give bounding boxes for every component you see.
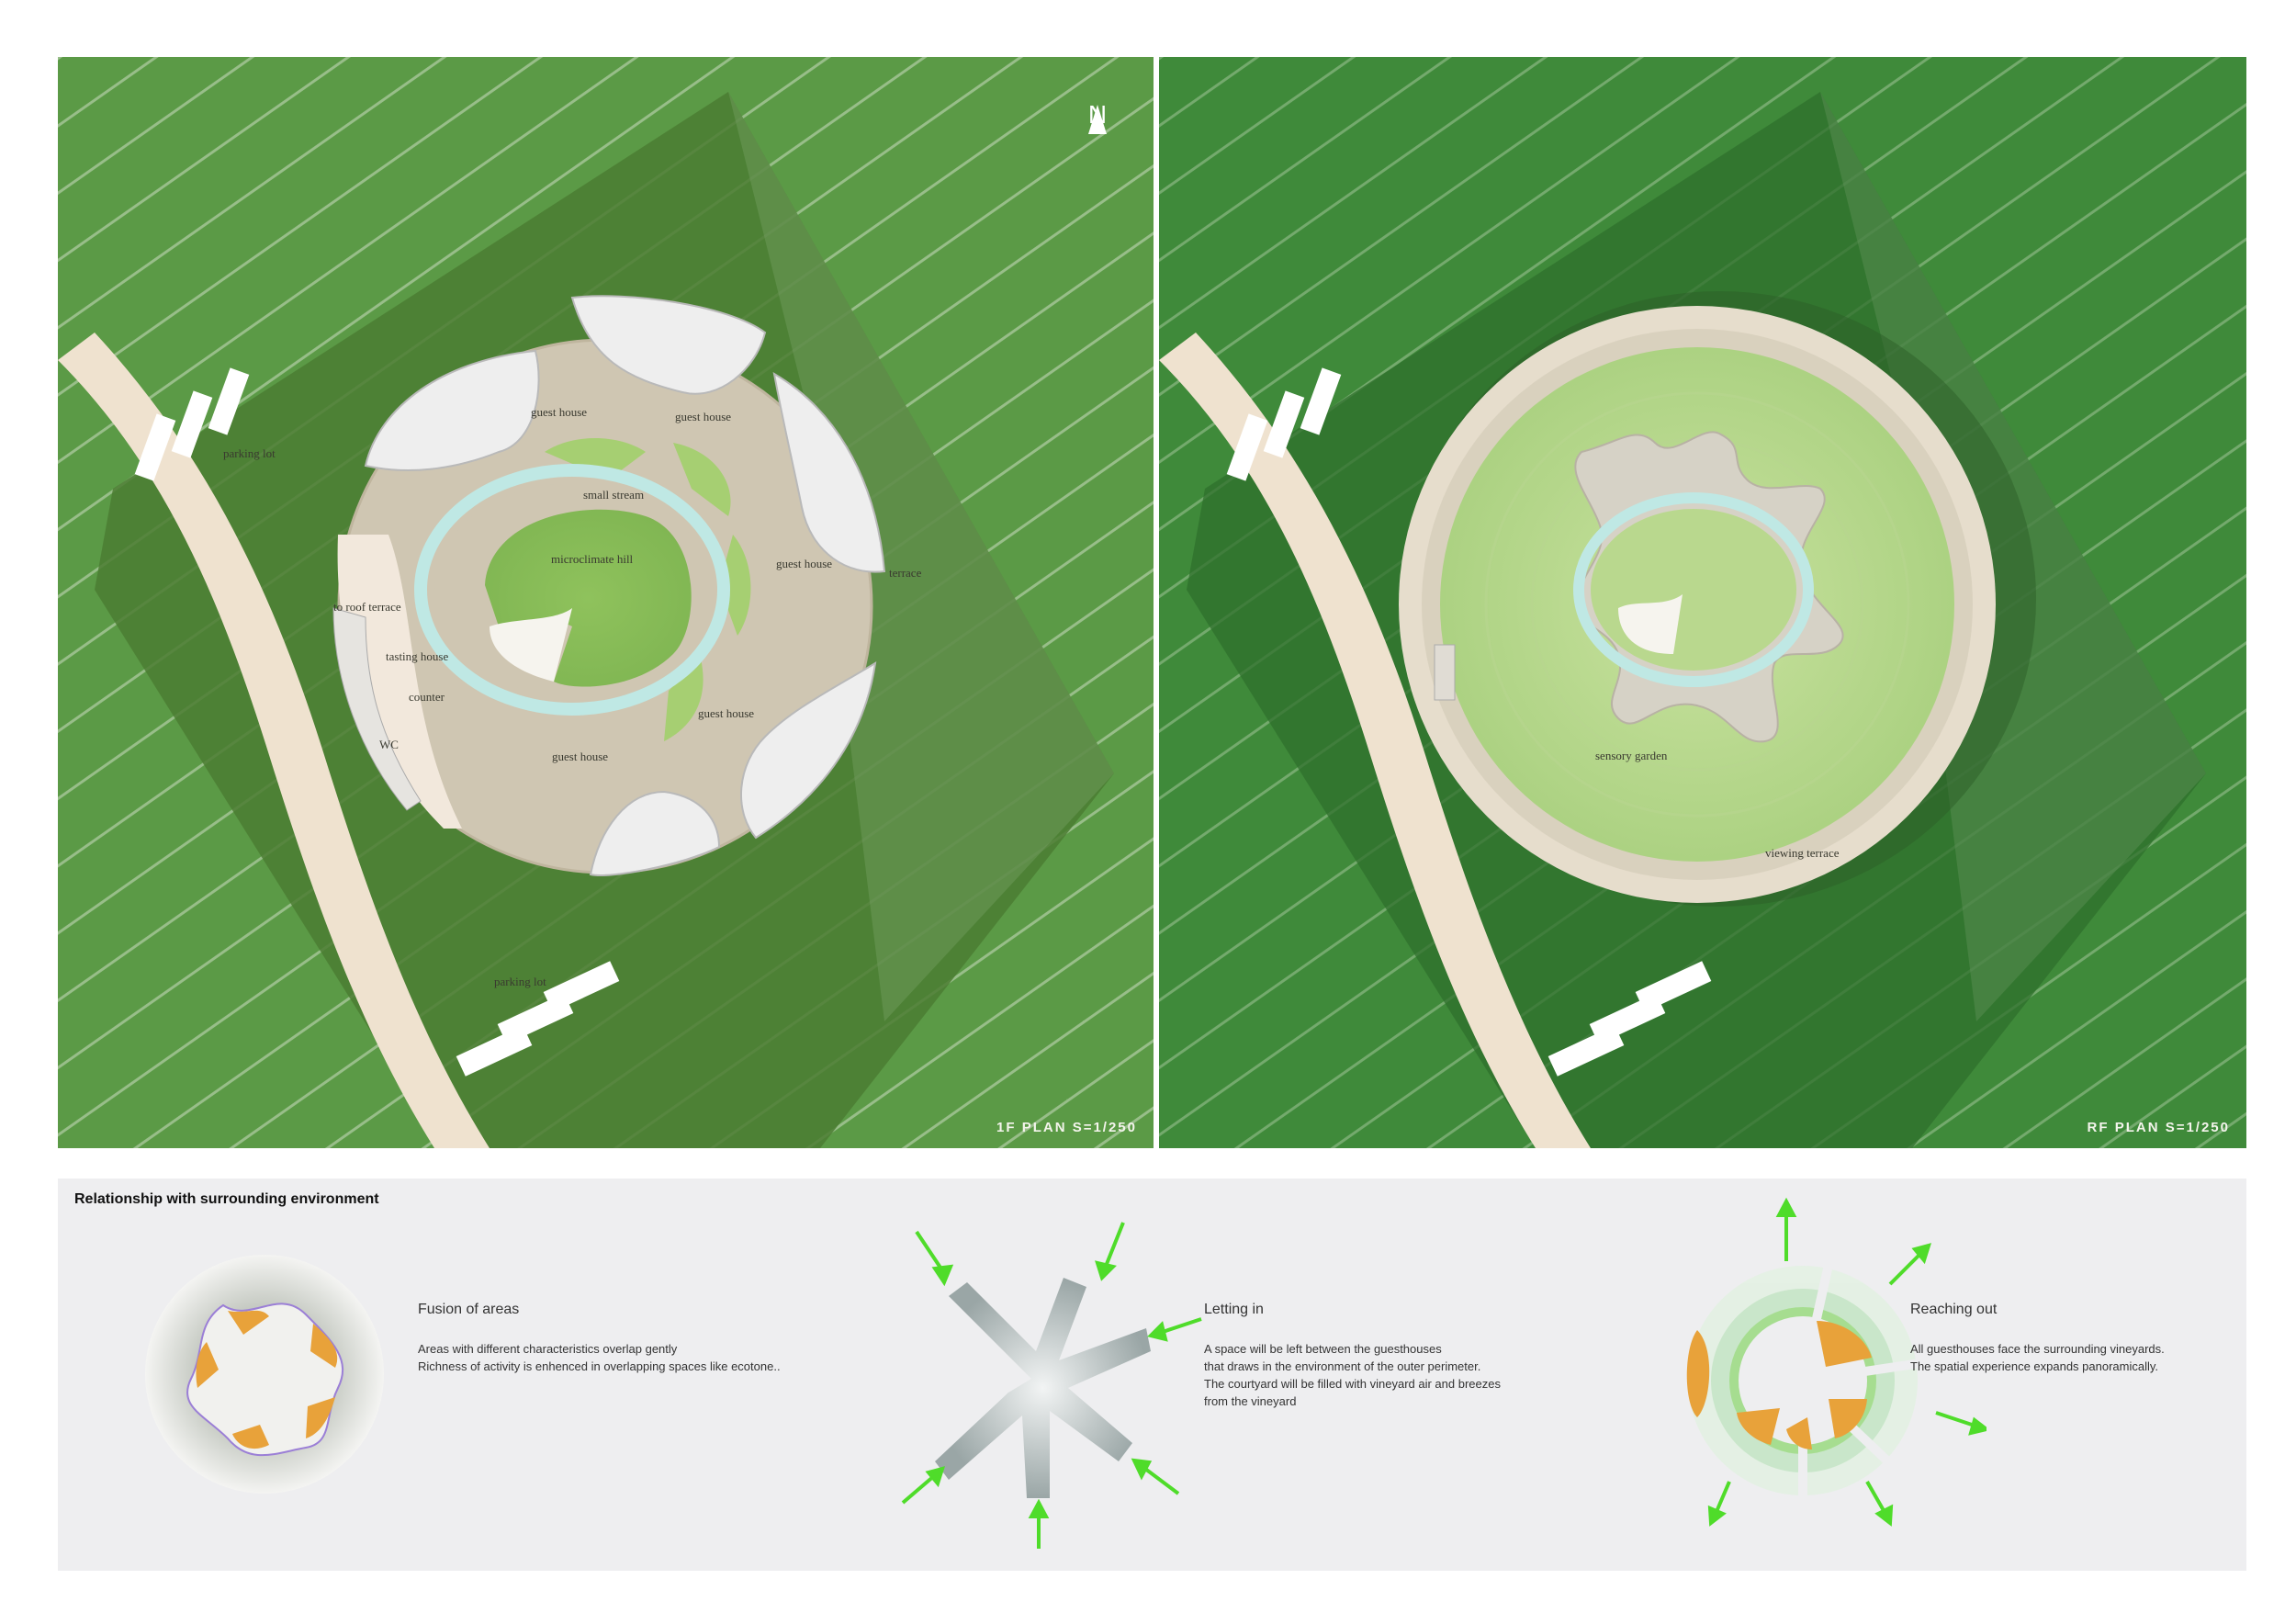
garden-wedges xyxy=(545,438,751,741)
label-guest-house-se: guest house xyxy=(698,706,755,720)
label-sensory-garden: sensory garden xyxy=(1595,749,1668,762)
letting-in-heading: Letting in xyxy=(1204,1302,1264,1317)
road-rf xyxy=(1159,333,1591,1148)
fusion-text: Fusion of areas Areas with different cha… xyxy=(418,1302,781,1375)
letting-in-line-4: from the vineyard xyxy=(1204,1394,1297,1408)
first-floor-plan-drawing xyxy=(58,57,1154,1148)
north-arrow: N xyxy=(1079,101,1116,165)
reaching-out-heading: Reaching out xyxy=(1910,1302,1998,1317)
label-guest-house-nw: guest house xyxy=(531,405,588,419)
letting-in-diagram xyxy=(901,1222,1202,1549)
roof-plan-drawing xyxy=(1159,57,2246,1148)
label-wc: WC xyxy=(379,738,399,751)
label-small-stream: small stream xyxy=(583,488,645,502)
north-arrow-icon xyxy=(1088,105,1107,134)
relationship-title: Relationship with surrounding environmen… xyxy=(74,1191,379,1207)
fusion-diagram xyxy=(145,1255,384,1494)
plan-title-rf: RF PLAN S=1/250 xyxy=(2087,1120,2230,1135)
reaching-out-line-1: All guesthouses face the surrounding vin… xyxy=(1910,1342,2165,1356)
label-microclimate-hill: microclimate hill xyxy=(551,552,634,566)
letting-in-star xyxy=(935,1278,1151,1498)
label-guest-house-s: guest house xyxy=(552,750,609,763)
relationship-section: Relationship with surrounding environmen… xyxy=(58,1179,2246,1571)
road xyxy=(58,333,490,1148)
fusion-heading: Fusion of areas xyxy=(418,1302,520,1317)
label-counter: counter xyxy=(409,690,445,704)
label-guest-house-e: guest house xyxy=(776,557,833,570)
tasting-house xyxy=(337,535,462,829)
label-viewing-terrace: viewing terrace xyxy=(1765,846,1840,860)
letting-in-line-3: The courtyard will be filled with vineya… xyxy=(1204,1377,1501,1391)
small-stream xyxy=(414,464,730,716)
label-guest-house-n: guest house xyxy=(675,410,732,423)
letting-in-line-2: that draws in the environment of the out… xyxy=(1204,1359,1481,1373)
fusion-line-2: Richness of activity is enhenced in over… xyxy=(418,1359,781,1373)
label-tasting-house: tasting house xyxy=(386,649,449,663)
guest-houses xyxy=(364,295,886,876)
letting-in-text: Letting in A space will be left between … xyxy=(1204,1302,1501,1410)
reaching-out-diagram xyxy=(1686,1197,1986,1527)
parking-blocks-bottom xyxy=(456,961,620,1077)
plan-title-1f: 1F PLAN S=1/250 xyxy=(996,1120,1137,1135)
label-parking-lot-bottom: parking lot xyxy=(494,975,546,988)
reaching-out-text: Reaching out All guesthouses face the su… xyxy=(1910,1302,2165,1375)
roof-plan: sensory garden viewing terrace RF PLAN S… xyxy=(1159,57,2246,1148)
parking-blocks-top xyxy=(134,367,250,481)
fusion-line-1: Areas with different characteristics ove… xyxy=(418,1342,678,1356)
microclimate-hill xyxy=(485,509,692,687)
letting-in-line-1: A space will be left between the guestho… xyxy=(1204,1342,1442,1356)
parking-blocks-top-rf xyxy=(1226,367,1342,481)
label-to-roof-terrace: to roof terrace xyxy=(333,600,401,614)
label-parking-lot-top: parking lot xyxy=(223,446,276,460)
first-floor-plan: N guest house guest house guest house gu… xyxy=(58,57,1154,1148)
reaching-out-line-2: The spatial experience expands panoramic… xyxy=(1910,1359,2159,1373)
parking-blocks-bottom-rf xyxy=(1548,961,1712,1077)
label-terrace: terrace xyxy=(889,566,922,580)
